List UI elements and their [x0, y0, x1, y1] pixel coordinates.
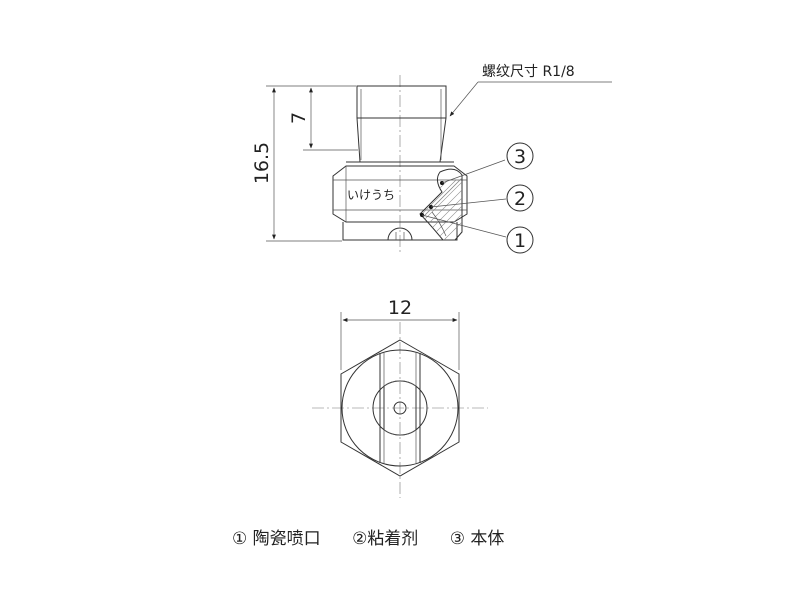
brand-mark: いけうち	[347, 188, 395, 202]
hex-body	[332, 165, 468, 223]
tip-body	[342, 222, 458, 241]
dim-12-label: 12	[388, 297, 412, 319]
hex-outline	[340, 339, 460, 477]
callout-leader-3	[441, 159, 506, 184]
side-view: いけうち	[332, 75, 468, 255]
insert-arc-bottom	[383, 429, 417, 436]
bottom-view: 12	[312, 297, 488, 498]
outer-circle	[341, 349, 459, 467]
callout-circle-2	[506, 184, 534, 212]
dimension-total-height: 16.5	[251, 85, 356, 242]
legend-item-adhesive: ②粘着剂	[352, 529, 419, 549]
legend-item-body: ③ 本体	[449, 529, 505, 549]
callout-leader-1	[421, 214, 507, 238]
thread-size-callout: 螺纹尺寸 R1/8	[449, 64, 612, 117]
dim-16-5-label: 16.5	[251, 142, 273, 184]
callout-circle-1	[506, 226, 534, 254]
part-callouts: 3 2 1	[420, 142, 534, 254]
callout-circle-3	[506, 142, 534, 170]
callout-label-3: 3	[514, 146, 526, 168]
parts-legend: ① 陶瓷喷口 ②粘着剂 ③ 本体	[232, 524, 530, 549]
legend-item-ceramic-orifice: ① 陶瓷喷口	[232, 529, 321, 549]
callout-label-2: 2	[514, 188, 526, 210]
dimension-thread-length: 7	[288, 87, 358, 151]
thread-size-label: 螺纹尺寸 R1/8	[482, 64, 575, 80]
thread-leader-diag	[449, 81, 479, 117]
dim-7-label: 7	[288, 112, 310, 124]
callout-label-1: 1	[514, 230, 526, 252]
orifice-slot	[387, 227, 413, 241]
orifice-hole	[393, 401, 407, 415]
thread-body	[356, 85, 447, 163]
ceramic-boundary	[431, 211, 447, 237]
insert-arc-top	[383, 380, 417, 387]
callout-leader-2	[430, 198, 507, 208]
